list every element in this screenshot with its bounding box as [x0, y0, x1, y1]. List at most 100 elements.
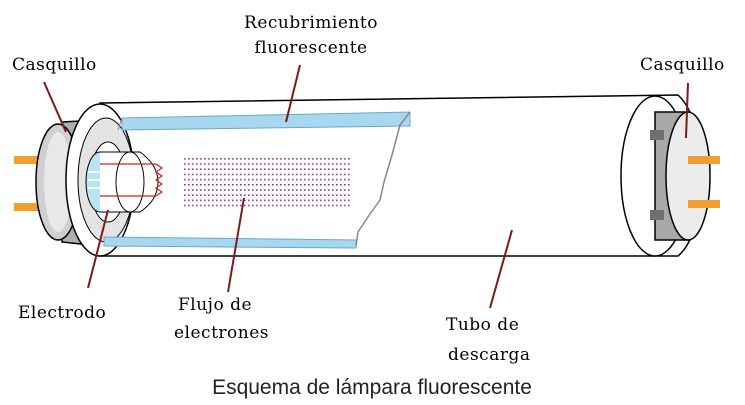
electron-dot — [300, 184, 302, 186]
electron-dot — [204, 184, 206, 186]
electron-dot — [256, 204, 258, 207]
electron-dot — [308, 189, 310, 191]
electron-dot — [200, 189, 202, 191]
electron-dot — [288, 168, 290, 170]
electron-dot — [208, 163, 210, 165]
electron-dot — [260, 184, 262, 186]
electron-dot — [308, 163, 310, 165]
electron-dot — [264, 158, 266, 160]
electron-dot — [312, 158, 314, 160]
electron-dot — [268, 194, 270, 196]
electron-dot — [332, 168, 334, 170]
electron-dot — [300, 168, 302, 170]
electron-dot — [256, 173, 258, 176]
electron-dot — [260, 158, 262, 160]
electron-dot — [328, 199, 330, 202]
electron-dot — [284, 163, 286, 165]
electron-dot — [240, 158, 242, 160]
electron-dot — [312, 178, 314, 181]
electron-dot — [184, 163, 186, 165]
electron-dot — [216, 189, 218, 191]
electron-dot — [316, 194, 318, 196]
electron-dot — [204, 204, 206, 207]
electron-dot — [344, 158, 346, 160]
electron-dot — [212, 178, 214, 181]
electron-dot — [228, 173, 230, 176]
electron-dot — [184, 168, 186, 170]
electron-dot — [264, 199, 266, 202]
electron-dot — [280, 178, 282, 181]
electron-dot — [288, 184, 290, 186]
electron-dot — [324, 178, 326, 181]
electron-dot — [300, 204, 302, 207]
electron-dot — [244, 199, 246, 202]
electron-dot — [236, 178, 238, 181]
electron-dot — [204, 173, 206, 176]
electron-dot — [276, 168, 278, 170]
electron-dot — [268, 158, 270, 160]
electron-dot — [280, 199, 282, 202]
electron-dot — [200, 168, 202, 170]
electron-dot — [248, 178, 250, 181]
electron-dot — [316, 158, 318, 160]
right-pins — [688, 156, 720, 208]
electron-dot — [272, 189, 274, 191]
electron-dot — [284, 199, 286, 202]
electron-dot — [332, 173, 334, 176]
electron-dot — [200, 184, 202, 186]
electron-dot — [324, 163, 326, 165]
electron-dot — [228, 158, 230, 160]
electron-dot — [332, 158, 334, 160]
electron-dot — [312, 189, 314, 191]
electron-dot — [244, 204, 246, 207]
electron-dot — [208, 184, 210, 186]
electron-dot — [304, 163, 306, 165]
electron-dot — [212, 163, 214, 165]
electron-dot — [292, 158, 294, 160]
electron-dot — [244, 168, 246, 170]
electron-dot — [348, 178, 350, 181]
electron-dot — [236, 204, 238, 207]
electron-dot — [332, 189, 334, 191]
electron-dot — [300, 173, 302, 176]
electron-dot — [220, 173, 222, 176]
electron-dot — [224, 189, 226, 191]
electron-dot — [248, 199, 250, 202]
electron-dot — [336, 204, 338, 207]
electron-dot — [320, 178, 322, 181]
electron-dot — [248, 163, 250, 165]
electron-dot — [304, 184, 306, 186]
electron-dot — [192, 204, 194, 207]
label-cap-left: Casquillo — [12, 55, 97, 75]
electron-dot — [296, 204, 298, 207]
electron-dot — [236, 189, 238, 191]
electron-dot — [248, 194, 250, 196]
electron-dot — [184, 194, 186, 196]
electron-dot — [260, 173, 262, 176]
electron-dot — [248, 204, 250, 207]
electron-dot — [296, 178, 298, 181]
electron-dot — [248, 158, 250, 160]
electron-dot — [328, 204, 330, 207]
electron-dot — [208, 158, 210, 160]
electron-dot — [332, 163, 334, 165]
electron-dot — [288, 173, 290, 176]
electron-dot — [256, 168, 258, 170]
electron-dot — [276, 173, 278, 176]
electron-dot — [216, 178, 218, 181]
electron-dot — [184, 158, 186, 160]
electron-dot — [192, 173, 194, 176]
leader-tube — [489, 229, 513, 309]
electron-dot — [232, 173, 234, 176]
electron-dot — [300, 158, 302, 160]
electron-dot — [312, 184, 314, 186]
electron-dot — [240, 168, 242, 170]
electron-dot — [292, 194, 294, 196]
electron-dot — [256, 189, 258, 191]
electron-dot — [232, 158, 234, 160]
electron-dot — [184, 178, 186, 181]
electron-dot — [244, 194, 246, 196]
electron-dot — [268, 199, 270, 202]
electron-dot — [220, 178, 222, 181]
electron-dot — [212, 199, 214, 202]
